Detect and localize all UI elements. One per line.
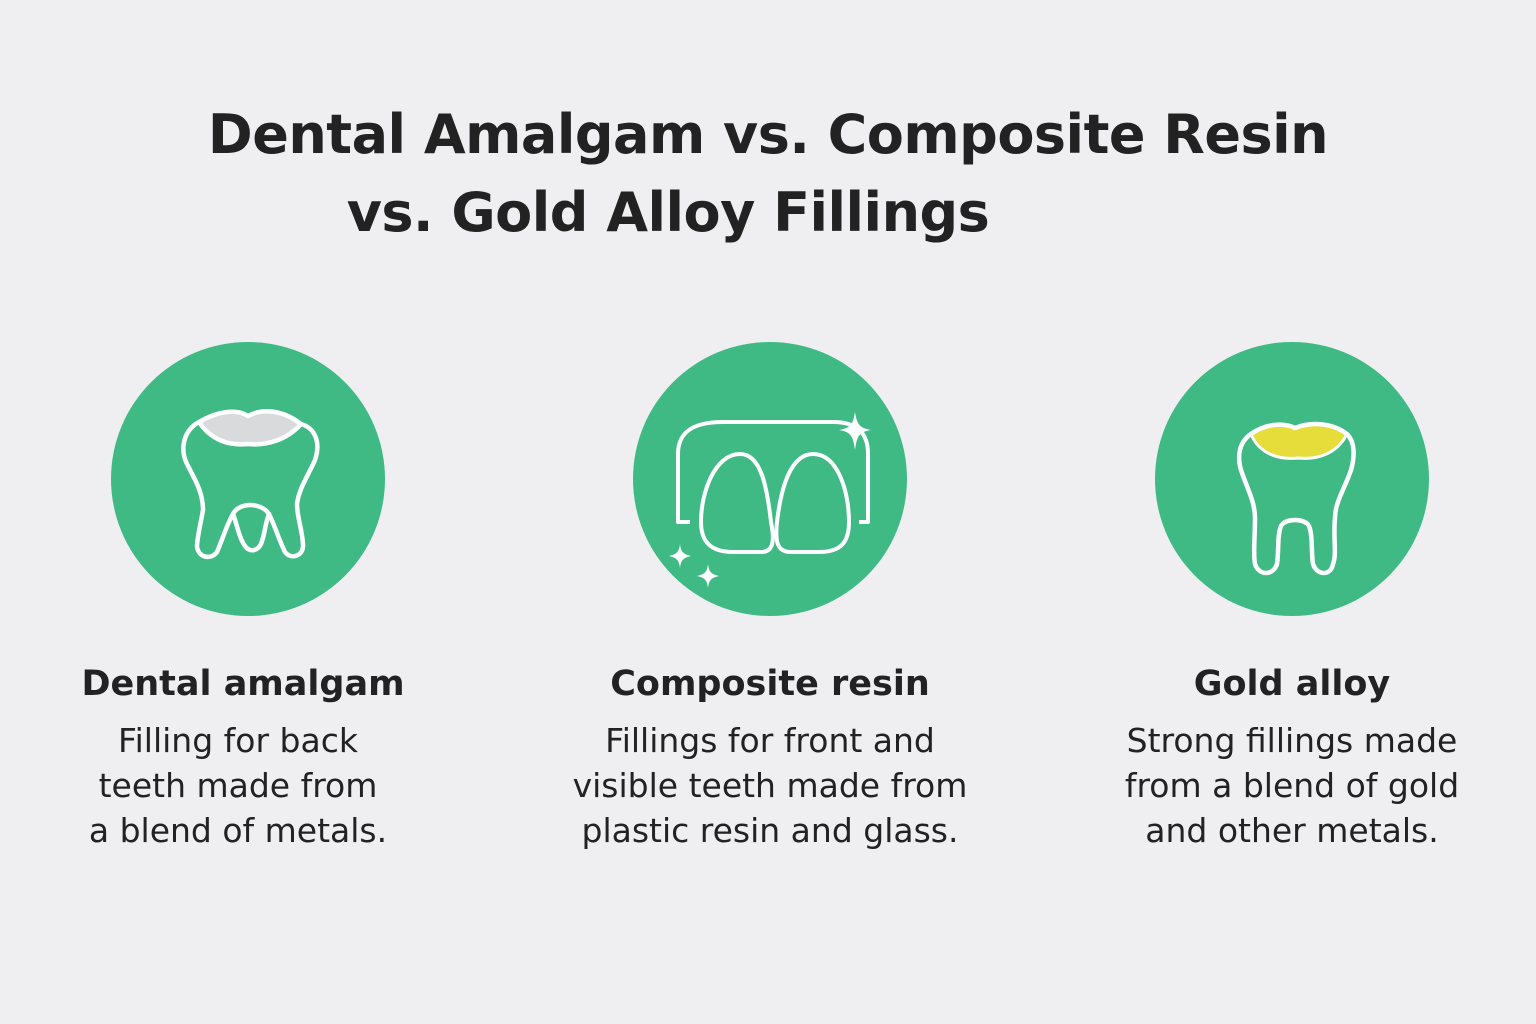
card-title: Gold alloy (1193, 664, 1391, 704)
front-teeth-with-sparkles-icon (669, 412, 871, 588)
card-dental-amalgam: Dental amalgam Filling for back teeth ma… (28, 342, 468, 853)
tooth-with-gold-filling-icon (1236, 421, 1356, 576)
card-description: Fillings for front and visible teeth mad… (572, 721, 968, 850)
card-description: Filling for back teeth made from a blend… (88, 721, 388, 850)
card-gold-alloy: Gold alloy Strong fillings made from a b… (1072, 342, 1512, 853)
card-title: Dental amalgam (81, 664, 405, 704)
card-title: Composite resin (610, 664, 930, 704)
title-line-1: Dental Amalgam vs. Composite Resin (207, 103, 1329, 166)
card-composite-resin: Composite resin Fillings for front and v… (550, 342, 990, 853)
icon-circle (633, 342, 907, 616)
card-description: Strong fillings made from a blend of gol… (1124, 721, 1460, 850)
page-title: Dental Amalgam vs. Composite Resin vs. G… (0, 96, 1536, 252)
icon-circle (111, 342, 385, 616)
icon-circle (1155, 342, 1429, 616)
title-line-2: vs. Gold Alloy Fillings (346, 181, 990, 244)
molar-tooth-with-amalgam-filling-icon (181, 409, 320, 560)
